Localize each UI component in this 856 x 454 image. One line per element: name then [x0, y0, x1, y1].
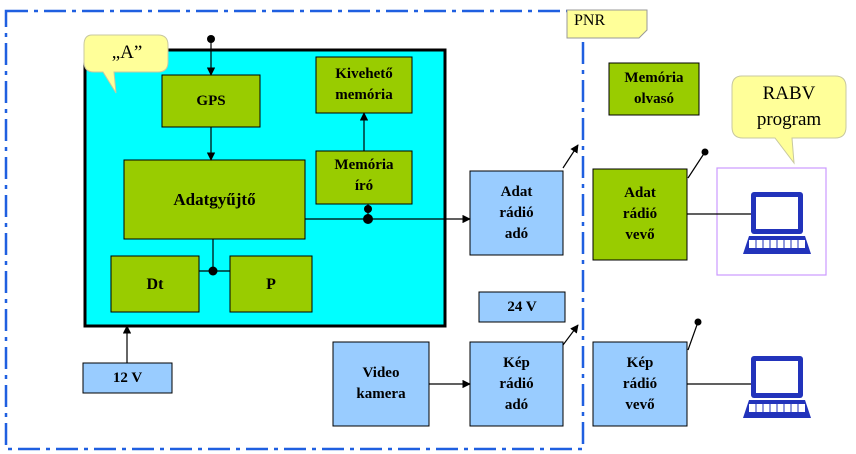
memoria-olvaso-block	[608, 62, 700, 116]
pnr-label-tab	[566, 9, 648, 39]
antenna-icon	[687, 148, 709, 179]
p-block	[229, 255, 313, 313]
pnr-boundary	[4, 9, 585, 451]
memoria-iro-block	[315, 150, 413, 205]
computer-icon	[743, 192, 811, 254]
dt-p-junction-dot	[208, 266, 218, 276]
kep-radio-ado-block	[469, 341, 564, 427]
kep-radio-vevo-block	[592, 341, 688, 427]
gps-input-dot	[207, 35, 215, 43]
video-kamera-block	[332, 341, 430, 427]
adat-radio-vevo-block	[592, 168, 688, 261]
callout-rabv-text: RABV program	[756, 83, 822, 130]
memoria-iro-junction-dot	[363, 214, 373, 224]
adatgyujto-block	[123, 159, 306, 240]
callout-rabv-bubble	[731, 75, 847, 165]
memoria-iro-junction-dot-upper	[364, 205, 372, 213]
callout-a-bubble	[83, 34, 169, 94]
adat-ado-antenna-arrow	[562, 144, 579, 169]
rabv-computer-frame	[716, 167, 827, 276]
adat-radio-ado-block	[469, 170, 564, 256]
antenna-icon	[687, 318, 702, 351]
gps-block	[161, 74, 261, 128]
callout-a-text: „A”	[111, 42, 143, 63]
pnr-label: PNR	[574, 12, 606, 29]
kiveheto-memoria-block	[315, 56, 413, 114]
dt-block	[110, 255, 200, 313]
v24-block	[478, 291, 566, 323]
computer-icon	[743, 356, 811, 418]
v12-block	[82, 362, 173, 394]
kep-ado-antenna-arrow	[562, 324, 579, 346]
